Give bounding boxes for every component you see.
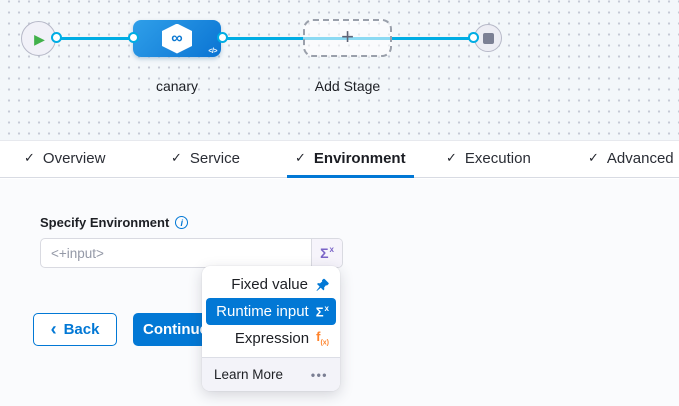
check-icon: ✓: [588, 150, 599, 165]
check-icon: ✓: [295, 150, 306, 165]
stage-tabbar: ✓ Overview ✓ Service ✓ Environment ✓ Exe…: [0, 140, 679, 178]
connector-endpoint: [217, 32, 228, 43]
fx-icon: f(x): [316, 329, 329, 347]
menu-item-label: Runtime input: [216, 303, 309, 320]
tab-execution[interactable]: ✓ Execution: [438, 141, 539, 178]
chevron-left-icon: ‹: [50, 318, 57, 339]
stage-node-canary[interactable]: ∞ </>: [133, 20, 221, 57]
tab-advanced[interactable]: ✓ Advanced: [580, 141, 679, 178]
field-label-row: Specify Environment i: [40, 215, 189, 230]
tab-environment[interactable]: ✓ Environment: [287, 141, 414, 178]
pipeline-canvas[interactable]: ▶ ∞ </> canary + Add Stage: [0, 0, 679, 140]
menu-item-label: Fixed value: [231, 276, 308, 293]
environment-tab-panel: Specify Environment i Σx Fixed value: [0, 179, 679, 406]
tab-label: Execution: [464, 149, 531, 167]
menu-item-runtime-input[interactable]: Runtime input Σx: [206, 298, 336, 325]
ellipsis-icon[interactable]: •••: [310, 367, 328, 382]
learn-more-label: Learn More: [214, 367, 284, 382]
tab-label: Service: [189, 149, 240, 167]
tab-label: Environment: [313, 149, 406, 167]
environment-input-group: Σx: [40, 238, 343, 268]
sigma-icon: Σx: [320, 245, 334, 261]
play-icon: ▶: [34, 30, 45, 47]
back-button[interactable]: ‹ Back: [33, 313, 117, 346]
code-icon: </>: [208, 48, 217, 55]
stage-name-label: canary: [155, 78, 199, 94]
specify-environment-label: Specify Environment: [40, 215, 170, 230]
pin-icon: [315, 278, 329, 292]
menu-item-expression[interactable]: Expression f(x): [206, 325, 336, 352]
check-icon: ✓: [446, 150, 457, 165]
menu-item-fixed-value[interactable]: Fixed value: [206, 271, 336, 298]
value-type-menu-list: Fixed value Runtime input Σx Expression …: [202, 266, 340, 357]
add-stage-label: Add Stage: [314, 78, 381, 94]
tab-label: Advanced: [606, 149, 674, 167]
connector-endpoint: [51, 32, 62, 43]
learn-more-row[interactable]: Learn More •••: [202, 357, 340, 391]
environment-input[interactable]: [41, 239, 311, 267]
menu-item-label: Expression: [234, 330, 310, 347]
deployment-hexagon-icon: ∞: [162, 23, 192, 54]
tab-label: Overview: [42, 149, 106, 167]
tab-service[interactable]: ✓ Service: [163, 141, 248, 178]
check-icon: ✓: [24, 150, 35, 165]
connector-endpoint: [468, 32, 479, 43]
stop-icon: [482, 32, 494, 44]
check-icon: ✓: [171, 150, 182, 165]
pipeline-start-node[interactable]: ▶: [21, 21, 56, 56]
infinity-icon: ∞: [171, 29, 183, 47]
tab-overview[interactable]: ✓ Overview: [16, 141, 113, 178]
plus-icon: +: [341, 24, 354, 49]
continue-button-label: Continue: [143, 321, 208, 338]
runtime-input-type-button[interactable]: Σx: [311, 239, 342, 267]
value-type-dropdown: Fixed value Runtime input Σx Expression …: [202, 266, 340, 391]
connector-endpoint: [128, 32, 139, 43]
sigma-icon: Σx: [315, 303, 329, 320]
connector-line: [56, 37, 134, 40]
back-button-label: Back: [63, 321, 100, 338]
add-stage-button[interactable]: +: [303, 19, 392, 57]
info-icon[interactable]: i: [175, 216, 189, 229]
